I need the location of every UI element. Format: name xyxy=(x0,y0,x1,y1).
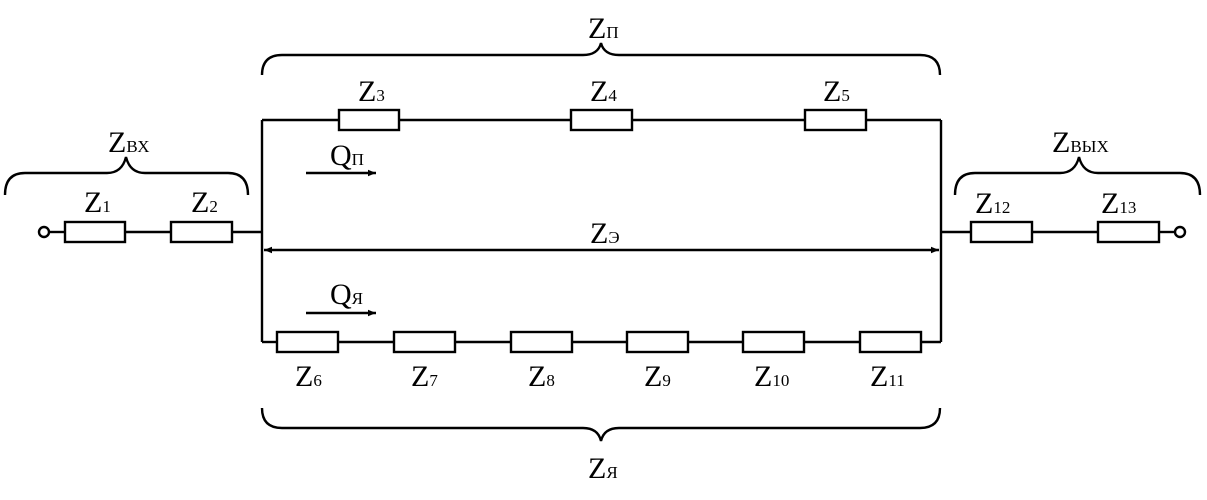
brace-zya xyxy=(260,407,942,442)
resistor-z1 xyxy=(63,220,127,244)
resistor-z13 xyxy=(1096,220,1161,244)
resistor-z8 xyxy=(509,330,574,354)
label-z7: Z7 xyxy=(411,360,438,393)
label-z11: Z11 xyxy=(870,360,905,393)
resistor-z4 xyxy=(569,108,634,132)
labels: Z1 Z2 Z3 Z4 Z5 Z6 Z7 Z8 Z9 Z10 Z11 Z12 Z… xyxy=(84,12,1136,485)
label-zvyx: ZВЫХ xyxy=(1052,126,1109,159)
wires xyxy=(50,118,1174,344)
label-z4: Z4 xyxy=(590,75,617,108)
label-z12: Z12 xyxy=(975,187,1010,220)
label-z8: Z8 xyxy=(528,360,555,393)
braces xyxy=(3,42,1202,442)
label-zya: ZЯ xyxy=(588,452,618,485)
brace-zp xyxy=(260,42,942,76)
brace-zvyx xyxy=(953,156,1202,196)
resistor-z2 xyxy=(169,220,234,244)
resistor-z10 xyxy=(741,330,806,354)
resistor-z5 xyxy=(803,108,868,132)
label-zp: ZП xyxy=(588,12,619,45)
label-z9: Z9 xyxy=(644,360,671,393)
label-qya: QЯ xyxy=(330,278,363,311)
label-z5: Z5 xyxy=(823,75,850,108)
resistor-z12 xyxy=(969,220,1034,244)
resistor-z7 xyxy=(392,330,457,354)
resistors xyxy=(63,108,1161,354)
label-qp: QП xyxy=(330,139,364,172)
label-z2: Z2 xyxy=(191,186,218,219)
label-z3: Z3 xyxy=(358,75,385,108)
resistor-z3 xyxy=(337,108,401,132)
resistor-z9 xyxy=(625,330,690,354)
label-z10: Z10 xyxy=(754,360,789,393)
label-z13: Z13 xyxy=(1101,187,1136,220)
label-z6: Z6 xyxy=(295,360,322,393)
input-terminal xyxy=(37,225,51,239)
label-zvx: ZВХ xyxy=(108,126,150,159)
resistor-z6 xyxy=(275,330,340,354)
resistor-z11 xyxy=(858,330,923,354)
brace-zvx xyxy=(3,156,250,196)
label-ze: ZЭ xyxy=(590,217,620,250)
output-terminal xyxy=(1173,225,1187,239)
label-z1: Z1 xyxy=(84,186,111,219)
